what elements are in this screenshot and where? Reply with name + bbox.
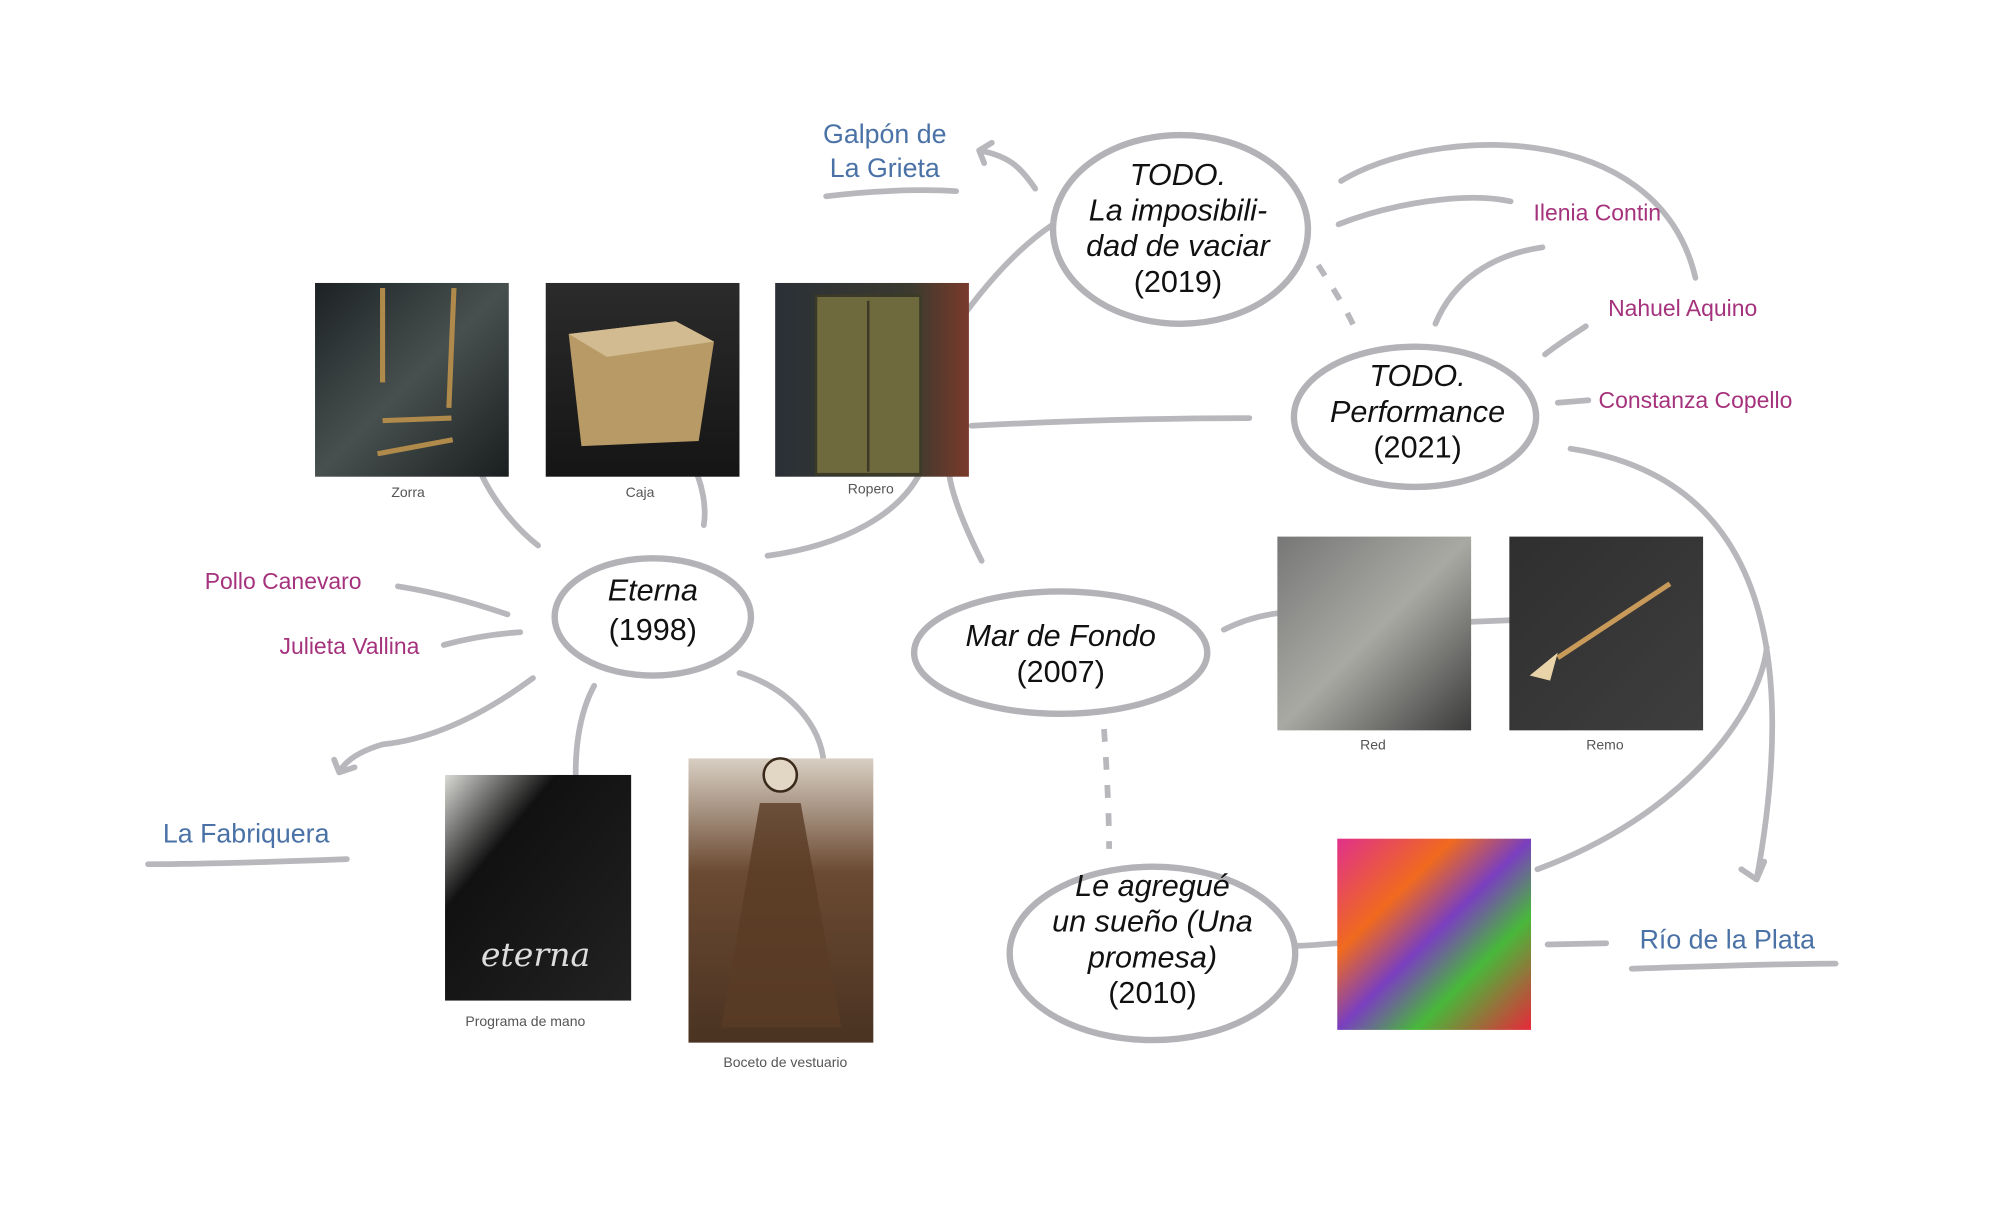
node-mar-de-fondo: Mar de Fondo (2007)	[910, 588, 1211, 717]
caption-red: Red	[1360, 736, 1386, 752]
place-rio-de-la-plata: Río de la Plata	[1640, 924, 1816, 954]
node-line: Le agregué	[1075, 869, 1230, 903]
node-le-agregue: Le agregué un sueño (Una promesa) (2010)	[1006, 863, 1299, 1044]
image-ropero: Ropero	[775, 282, 969, 496]
person-pollo-canevaro: Pollo Canevaro	[205, 568, 362, 594]
image-zorra: Zorra	[315, 282, 509, 500]
image-boceto-de-vestuario: Boceto de vestuario	[688, 757, 874, 1070]
node-line: dad de vaciar	[1086, 229, 1271, 263]
caption-programa: Programa de mano	[465, 1013, 585, 1029]
image-red: Red	[1277, 536, 1472, 752]
place-galpon-line2: La Grieta	[830, 153, 940, 183]
node-line: Eterna	[608, 573, 698, 607]
node-todo-2019: TODO. La imposibili- dad de vaciar (2019…	[1049, 131, 1312, 327]
caption-zorra: Zorra	[391, 484, 425, 500]
node-year: (2021)	[1373, 431, 1461, 465]
node-year: (1998)	[609, 613, 697, 647]
person-julieta-vallina: Julieta Vallina	[280, 633, 420, 659]
image-remo: Remo	[1509, 536, 1704, 752]
node-year: (2010)	[1108, 976, 1196, 1010]
image-colorful-figures	[1337, 838, 1532, 1030]
person-nahuel-aquino: Nahuel Aquino	[1608, 295, 1757, 321]
node-year: (2007)	[1016, 655, 1104, 689]
node-line: TODO.	[1369, 359, 1465, 393]
place-galpon-line1: Galpón de	[823, 119, 946, 149]
node-line: promesa)	[1087, 940, 1217, 974]
eterna-logo: eterna	[481, 935, 590, 974]
caption-caja: Caja	[626, 484, 655, 500]
person-constanza-copello: Constanza Copello	[1599, 387, 1793, 413]
person-ilenia-contin: Ilenia Contin	[1534, 200, 1662, 226]
node-line: Performance	[1330, 395, 1505, 429]
node-todo-2021: TODO. Performance (2021)	[1290, 343, 1540, 491]
caption-ropero: Ropero	[848, 480, 894, 496]
node-line: Mar de Fondo	[965, 619, 1155, 653]
place-la-fabriquera: La Fabriquera	[163, 819, 330, 849]
caption-boceto: Boceto de vestuario	[723, 1054, 847, 1070]
node-eterna: Eterna (1998)	[551, 555, 755, 679]
node-line: La imposibili-	[1089, 194, 1267, 228]
image-caja: Caja	[545, 282, 740, 500]
node-line: TODO.	[1130, 158, 1226, 192]
node-year: (2019)	[1134, 265, 1222, 299]
image-programa-de-mano: eterna Programa de mano	[445, 774, 632, 1029]
node-line: un sueño (Una	[1052, 905, 1253, 939]
caption-remo: Remo	[1586, 736, 1624, 752]
